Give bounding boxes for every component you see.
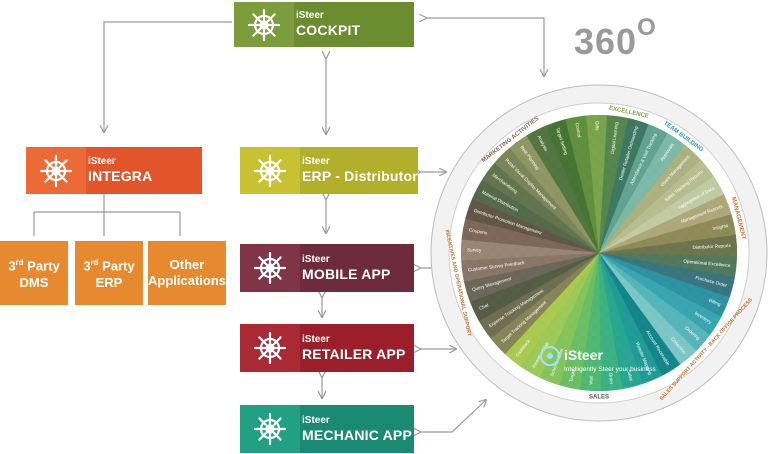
spoke-label: Sales bbox=[626, 369, 634, 382]
spoke-label: Insights bbox=[712, 223, 729, 231]
wheel-spoke bbox=[494, 148, 599, 253]
wheel-spoke bbox=[599, 234, 738, 256]
wheel-spoke bbox=[526, 125, 599, 253]
wheel-spoke bbox=[481, 162, 599, 253]
spoke-label: Control bbox=[575, 122, 582, 137]
wheel-spoke bbox=[580, 253, 602, 392]
wheel-spoke bbox=[465, 198, 599, 253]
wheel-spoke bbox=[599, 253, 681, 376]
wheel-spoke bbox=[599, 253, 722, 335]
wheel-spoke bbox=[559, 253, 599, 390]
spoke-label: Coupons bbox=[469, 227, 489, 235]
wheel-spoke bbox=[599, 194, 732, 253]
wheel-spoke bbox=[599, 253, 697, 365]
wheel-spoke bbox=[599, 159, 714, 253]
helm-wheel-icon bbox=[234, 2, 294, 47]
wheel-spoke bbox=[464, 253, 599, 302]
wheel-spoke bbox=[599, 133, 685, 253]
integra-brand: iSteer bbox=[88, 156, 116, 167]
title-360: 360O bbox=[574, 14, 657, 62]
helm-wheel-icon bbox=[26, 147, 86, 194]
logo-text: iSteer bbox=[564, 347, 603, 363]
mechanic-brand: iSteer bbox=[302, 414, 330, 426]
wheel-spoke bbox=[521, 253, 599, 378]
wheel-spoke bbox=[545, 119, 599, 253]
cockpit-brand: iSteer bbox=[296, 10, 324, 21]
wheel-spoke bbox=[599, 176, 724, 253]
wheel-spoke bbox=[469, 253, 599, 321]
spoke-label: Visit bbox=[588, 375, 594, 385]
mechanic-label: MECHANIC APP bbox=[302, 426, 412, 443]
wheel-spoke bbox=[461, 253, 599, 282]
mobile-brand: iSteer bbox=[302, 253, 330, 265]
wheel-spoke bbox=[599, 214, 736, 253]
spoke-label: Billing bbox=[708, 298, 722, 308]
arrow-cockpit-wheel bbox=[426, 18, 544, 76]
erp-brand: iSteer bbox=[302, 156, 330, 167]
retailer-brand: iSteer bbox=[302, 333, 330, 345]
integra-label: INTEGRA bbox=[88, 168, 153, 184]
wheel-spoke bbox=[461, 218, 599, 253]
helm-wheel-icon bbox=[240, 324, 300, 372]
isteer-logo: iSteer Intelligently Steer your business bbox=[540, 346, 657, 373]
wheel-spoke bbox=[599, 253, 730, 317]
integra-bracket bbox=[33, 194, 181, 236]
spoke-label: Digital Learning bbox=[610, 121, 619, 154]
spoke-label: Chat bbox=[478, 302, 490, 311]
wheel-spoke bbox=[599, 253, 737, 277]
wheel-spoke bbox=[599, 115, 629, 253]
wheel-spoke bbox=[472, 180, 599, 253]
wheel-spoke bbox=[599, 253, 735, 298]
wheel-spoke bbox=[599, 145, 701, 253]
wheel-spoke bbox=[599, 253, 711, 351]
wheel-spoke bbox=[505, 253, 599, 368]
wheel-spoke bbox=[490, 253, 599, 354]
wheel-spokes bbox=[461, 114, 738, 392]
mobile-label: MOBILE APP bbox=[302, 265, 391, 282]
wheel-spoke bbox=[599, 253, 663, 384]
logo-tagline: Intelligently Steer your business bbox=[564, 366, 657, 373]
spoke-label: Operational Excellence bbox=[683, 259, 731, 269]
wheel-spoke bbox=[599, 253, 623, 391]
wheel-spoke bbox=[478, 253, 599, 339]
spoke-label: Target bbox=[568, 368, 576, 382]
cockpit-label: COCKPIT bbox=[296, 22, 361, 38]
ring-label: SALES bbox=[589, 395, 609, 401]
wheel-spoke bbox=[461, 239, 599, 261]
retailer-label: RETAILER APP bbox=[302, 345, 406, 362]
spoke-label: Gifts bbox=[595, 121, 600, 131]
wheel-spoke bbox=[509, 135, 599, 253]
wheel-spoke bbox=[586, 114, 608, 253]
wheel-spoke bbox=[599, 124, 668, 253]
spoke-label: Order bbox=[608, 372, 614, 385]
arrow-cockpit-integra bbox=[104, 21, 232, 132]
spoke-label: Survey bbox=[467, 247, 482, 252]
wheel-spoke bbox=[599, 118, 649, 253]
wheel-spoke bbox=[539, 253, 599, 386]
wheel-spoke bbox=[599, 253, 643, 389]
erp-label: ERP - Distributor bbox=[302, 168, 418, 184]
spoke-label: Distributor Reports bbox=[692, 243, 731, 250]
helm-wheel-icon bbox=[240, 244, 300, 292]
helm-wheel-icon bbox=[240, 147, 300, 194]
arrow-mechanic-wheel bbox=[420, 400, 486, 432]
helm-wheel-icon bbox=[240, 405, 300, 453]
wheel-spoke bbox=[565, 115, 599, 253]
